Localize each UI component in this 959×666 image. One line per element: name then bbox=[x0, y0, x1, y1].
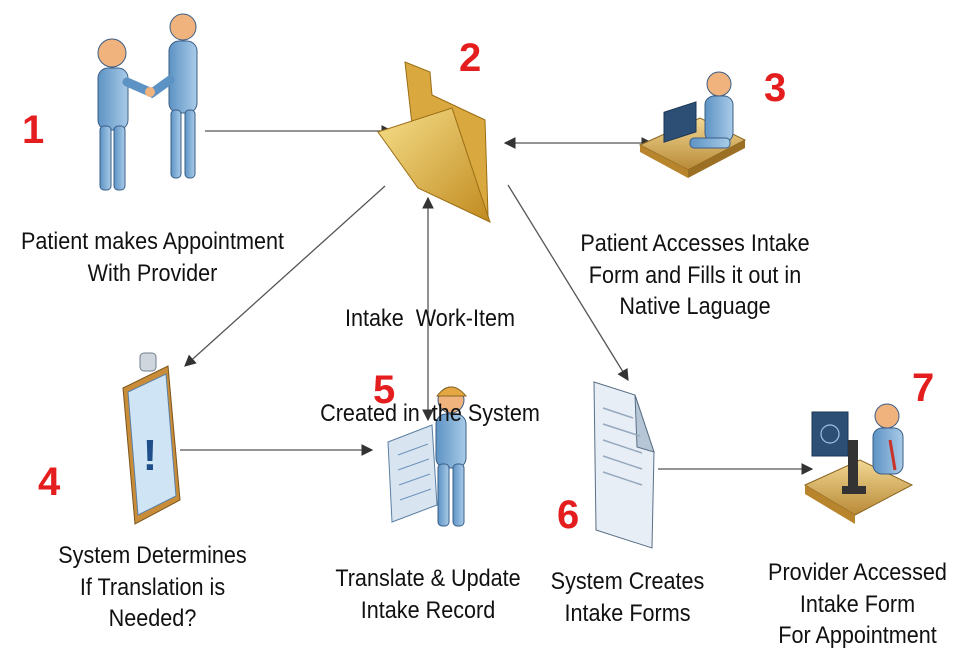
step-label-7-line: For Appointment bbox=[778, 622, 937, 650]
step-label-5-line: Translate & Update bbox=[335, 565, 521, 592]
folder-icon bbox=[377, 61, 491, 223]
step-number-2: 2 bbox=[459, 36, 482, 80]
step-number-1: 1 bbox=[22, 108, 45, 152]
handshake-icon bbox=[97, 13, 198, 191]
step-label-7-line: Provider Accessed bbox=[768, 559, 947, 586]
step-label-2-line: Created in the System bbox=[320, 400, 540, 428]
worker-with-blueprint-icon bbox=[387, 386, 468, 527]
step-label-4-line: System Determines bbox=[58, 542, 247, 569]
step-label-2-line: Intake Work-Item bbox=[344, 305, 516, 333]
step-label-3-line: Patient Accesses Intake bbox=[580, 230, 810, 257]
step-label-5: Translate & Update Intake Record bbox=[329, 563, 527, 626]
step-label-7: Provider Accessed Intake Form For Appoin… bbox=[765, 557, 950, 652]
arrow-2-to-4 bbox=[184, 185, 386, 367]
step-label-6: System Creates Intake Forms bbox=[540, 566, 716, 629]
step-number-5: 5 bbox=[373, 368, 396, 412]
step-label-4: System Determines If Translation is Need… bbox=[51, 540, 254, 635]
step-number-6: 6 bbox=[557, 493, 580, 537]
step-label-3: Patient Accesses Intake Form and Fills i… bbox=[574, 228, 817, 323]
clipboard-alert-icon: ! bbox=[122, 352, 181, 525]
connectors bbox=[180, 125, 814, 475]
step-label-1: Patient makes Appointment With Provider bbox=[15, 226, 290, 289]
step-label-1-line: Patient makes Appointment bbox=[21, 228, 284, 255]
step-label-4-line: If Translation is bbox=[79, 573, 226, 601]
svg-text:!: ! bbox=[143, 431, 158, 480]
step-label-4-line: Needed? bbox=[108, 605, 197, 633]
step-number-3: 3 bbox=[764, 66, 787, 110]
provider-at-workstation-icon bbox=[803, 403, 914, 524]
step-label-6-line: System Creates bbox=[550, 568, 705, 595]
step-label-1-line: With Provider bbox=[87, 259, 218, 287]
arrow-2-to-6 bbox=[507, 184, 629, 381]
step-number-7: 7 bbox=[912, 366, 935, 410]
step-label-5-line: Intake Record bbox=[360, 596, 496, 624]
person-at-computer-icon bbox=[638, 71, 747, 178]
step-label-3-line: Form and Fills it out in bbox=[588, 261, 802, 289]
step-label-3-line: Native Laguage bbox=[619, 293, 771, 321]
step-label-6-line: Intake Forms bbox=[564, 599, 691, 627]
step-label-7-line: Intake Form bbox=[799, 590, 916, 618]
step-label-2: Intake Work-Item Created in the System bbox=[313, 240, 547, 462]
document-icon bbox=[593, 381, 655, 549]
step-number-4: 4 bbox=[38, 460, 61, 504]
